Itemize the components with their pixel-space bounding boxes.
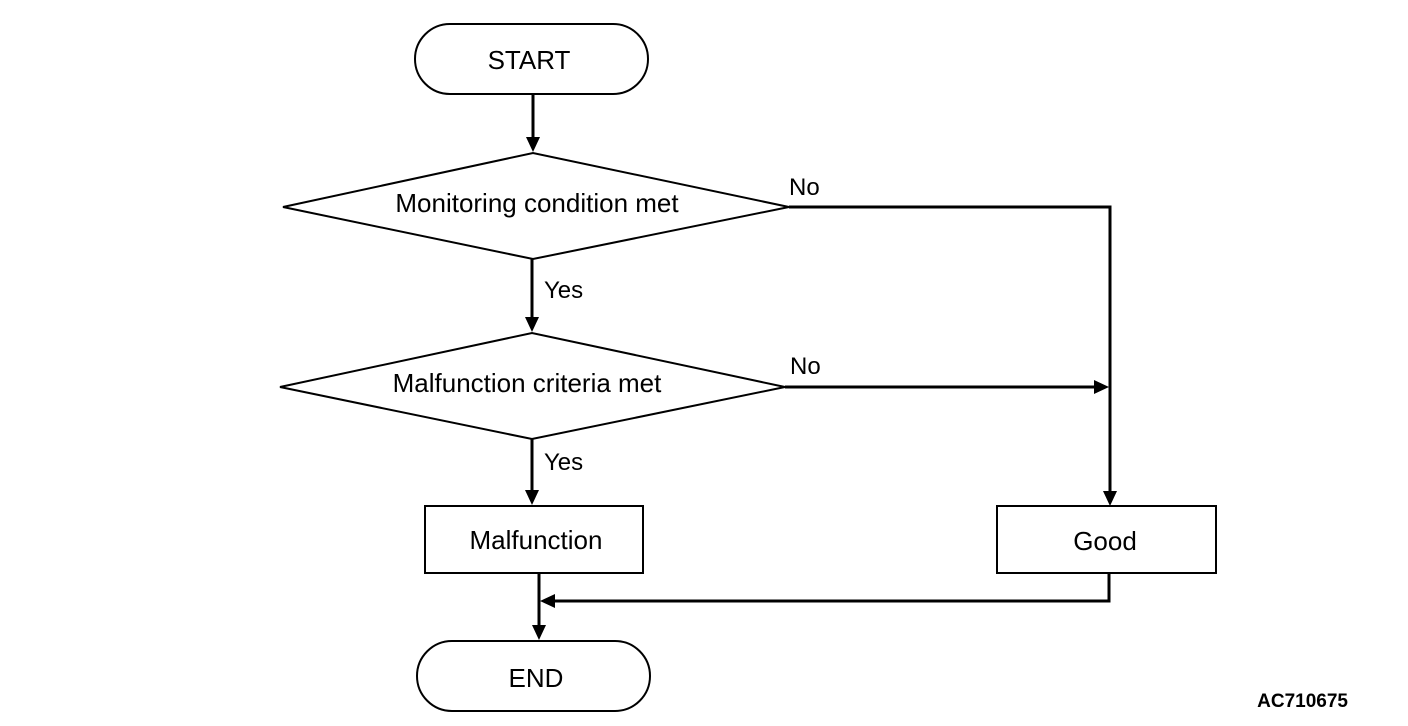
connector-good-to-merge (540, 573, 1111, 608)
decision-monitoring-condition: Monitoring condition met (282, 151, 790, 261)
connector-start-to-monitoring (526, 94, 540, 152)
connector-malfunction-to-end (532, 573, 546, 640)
end-terminator: END (416, 640, 651, 712)
connector-monitoring-yes (525, 259, 539, 332)
decision-malfunction-criteria: Malfunction criteria met (279, 331, 786, 441)
start-terminator: START (414, 23, 649, 95)
branch-no-label-1: No (789, 174, 820, 201)
connector-malfunction-yes (525, 439, 539, 505)
branch-yes-label-2: Yes (544, 449, 583, 476)
end-label: END (509, 663, 564, 693)
decision-monitoring-label: Monitoring condition met (395, 188, 679, 218)
branch-yes-label-1: Yes (544, 277, 583, 304)
malfunction-label: Malfunction (470, 525, 603, 555)
connector-malfunction-no (785, 380, 1109, 394)
process-malfunction: Malfunction (424, 505, 644, 574)
decision-malfunction-label: Malfunction criteria met (393, 368, 663, 398)
connector-monitoring-no (789, 205, 1117, 506)
figure-reference: AC710675 (1257, 691, 1348, 712)
process-good: Good (996, 505, 1217, 574)
branch-no-label-2: No (790, 353, 821, 380)
good-label: Good (1073, 526, 1137, 556)
start-label: START (488, 45, 571, 75)
